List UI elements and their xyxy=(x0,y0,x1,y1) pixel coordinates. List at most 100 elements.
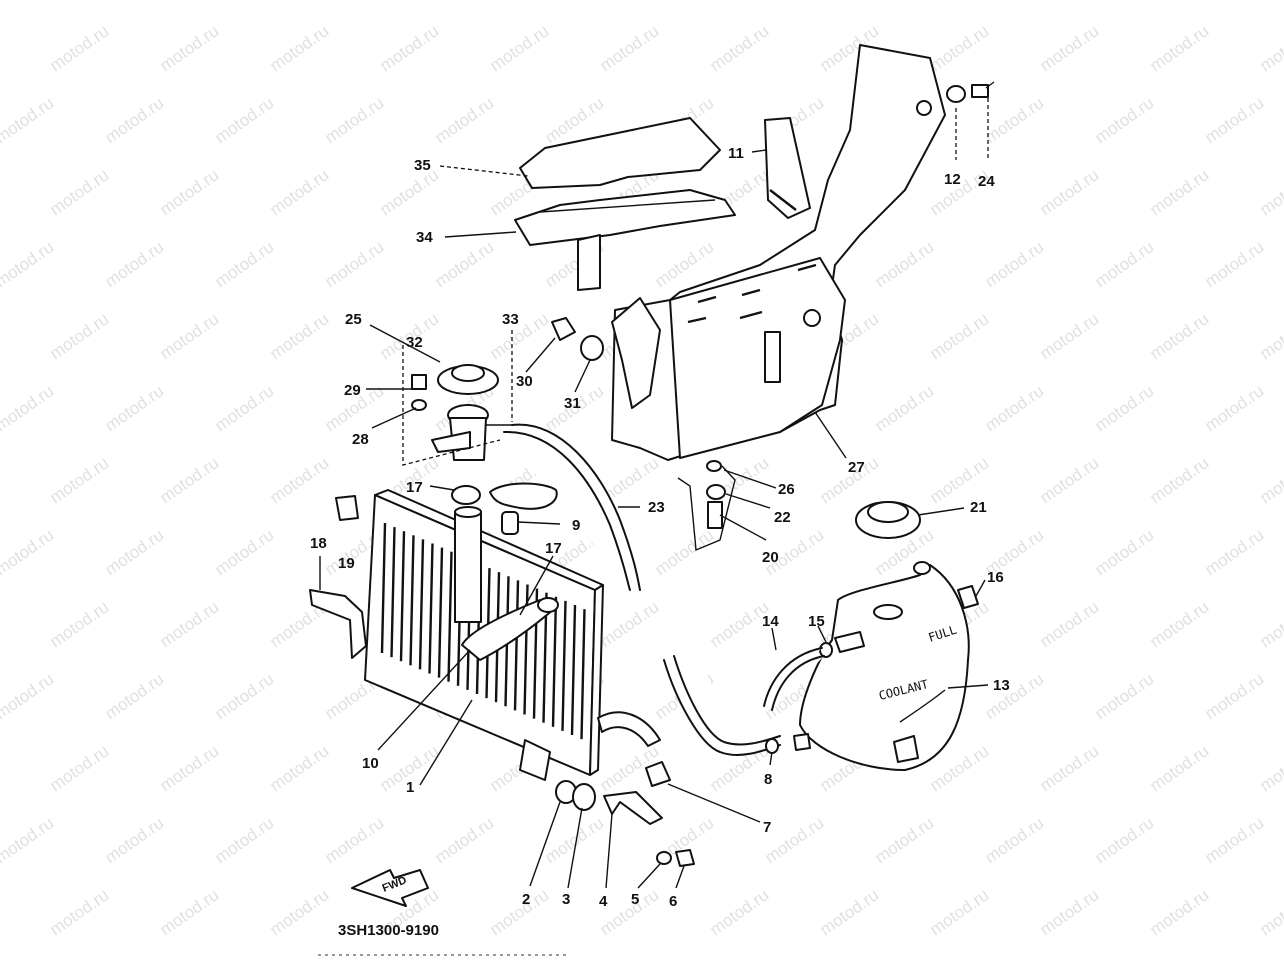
watermark-text: motod.ru xyxy=(0,525,57,579)
callout-17-upper: 17 xyxy=(406,479,423,496)
part-bolt-16 xyxy=(957,585,979,609)
watermark-text: motod.ru xyxy=(0,165,2,219)
watermark-text: motod.ru xyxy=(486,885,552,939)
watermark-text: motod.ru xyxy=(211,93,277,147)
part-lower-hose xyxy=(461,597,559,661)
watermark-text: motod.ru xyxy=(871,381,937,435)
watermark-text: motod.ru xyxy=(1036,165,1102,219)
callout-7: 7 xyxy=(763,819,771,836)
watermark-text: motod.ru xyxy=(266,165,332,219)
watermark-text: motod.ru xyxy=(156,597,222,651)
callout-22: 22 xyxy=(774,509,791,526)
watermark-text: motod.ru xyxy=(101,0,167,3)
part-reservoir-cap xyxy=(855,501,921,539)
watermark-text: motod.ru xyxy=(1036,741,1102,795)
part-hose-clamp-upper xyxy=(451,485,481,505)
watermark-text: motod.ru xyxy=(1091,93,1157,147)
watermark-text: motod.ru xyxy=(981,0,1047,3)
radiator-fin xyxy=(513,580,520,711)
watermark-text: motod.ru xyxy=(486,309,552,363)
watermark-text: motod.ru xyxy=(871,0,937,3)
watermark-text: motod.ru xyxy=(1201,813,1267,867)
watermark-text: motod.ru xyxy=(1201,669,1267,723)
fwd-arrow-icon: FWD xyxy=(351,869,429,907)
watermark-text: motod.ru xyxy=(651,0,717,3)
callout-3: 3 xyxy=(562,891,570,908)
watermark-text: motod.ru xyxy=(1091,669,1157,723)
radiator-fin xyxy=(428,543,434,674)
watermark-text: motod.ru xyxy=(266,885,332,939)
watermark-text: motod.ru xyxy=(1256,741,1284,795)
radiator-fin xyxy=(399,531,406,662)
watermark-text: motod.ru xyxy=(266,741,332,795)
watermark-text: motod.ru xyxy=(0,93,57,147)
watermark-text: motod.ru xyxy=(1256,453,1284,507)
watermark-text: motod.ru xyxy=(1146,21,1212,75)
callout-8: 8 xyxy=(764,771,772,788)
part-side-bracket-18 xyxy=(309,589,367,659)
watermark-text: motod.ru xyxy=(101,669,167,723)
watermark-text: motod.ru xyxy=(1146,309,1212,363)
callout-labels: 1 2 3 4 5 6 7 8 9 10 11 12 13 14 15 16 1… xyxy=(310,145,1010,910)
callout-31: 31 xyxy=(564,395,581,412)
watermark-text: motod.ru xyxy=(266,309,332,363)
callout-26: 26 xyxy=(778,481,795,498)
callout-29: 29 xyxy=(344,382,361,399)
radiator-fin xyxy=(409,535,415,666)
callout-16: 16 xyxy=(987,569,1004,586)
watermark-text: motod.ru xyxy=(46,741,112,795)
watermark-text: motod.ru xyxy=(211,813,277,867)
watermark-text: motod.ru xyxy=(0,237,57,291)
watermark-text: motod.ru xyxy=(1201,93,1267,147)
watermark-text: motod.ru xyxy=(101,237,167,291)
callout-35: 35 xyxy=(414,157,431,174)
part-grommet-22 xyxy=(706,484,726,500)
watermark-text: motod.ru xyxy=(156,885,222,939)
watermark-text: motod.ru xyxy=(486,21,552,75)
watermark-text: motod.ru xyxy=(1091,381,1157,435)
part-hose-fitting-9 xyxy=(501,511,519,535)
watermark-text: motod.ru xyxy=(0,741,2,795)
callout-23: 23 xyxy=(648,499,665,516)
watermark-text: motod.ru xyxy=(0,381,57,435)
callout-18: 18 xyxy=(310,535,327,552)
radiator-fin xyxy=(390,527,396,658)
watermark-text: motod.ru xyxy=(926,21,992,75)
callout-9: 9 xyxy=(572,517,580,534)
watermark-text: motod.ru xyxy=(981,381,1047,435)
watermark-text: motod.ru xyxy=(211,237,277,291)
watermark-text: motod.ru xyxy=(156,165,222,219)
watermark-text: motod.ru xyxy=(0,0,57,3)
watermark-text: motod.ru xyxy=(46,21,112,75)
radiator-fin xyxy=(380,522,387,654)
part-upper-hose xyxy=(489,482,558,510)
watermark-text: motod.ru xyxy=(431,93,497,147)
part-washer-5 xyxy=(656,851,672,865)
part-wire-stay xyxy=(677,465,736,552)
watermark-text: motod.ru xyxy=(0,813,57,867)
part-shroud-sheet xyxy=(519,117,721,189)
diagram-code: 3SH1300-9190 xyxy=(338,922,439,939)
watermark-text: motod.ru xyxy=(101,93,167,147)
callout-4: 4 xyxy=(599,893,608,910)
callout-13: 13 xyxy=(993,677,1010,694)
callout-32: 32 xyxy=(406,334,423,351)
watermark-text: motod.ru xyxy=(211,0,277,3)
watermark-text: motod.ru xyxy=(431,0,497,3)
callout-2: 2 xyxy=(522,891,530,908)
callout-1: 1 xyxy=(406,779,414,796)
part-small-bracket-19 xyxy=(335,495,359,521)
radiator-fin xyxy=(447,551,453,682)
watermark-text: motod.ru xyxy=(1036,21,1102,75)
watermark-text: motod.ru xyxy=(101,813,167,867)
watermark-text: motod.ru xyxy=(1146,165,1212,219)
watermark-text: motod.ru xyxy=(1036,453,1102,507)
callout-28: 28 xyxy=(352,431,369,448)
watermark-text: motod.ru xyxy=(981,813,1047,867)
watermark-text: motod.ru xyxy=(651,525,717,579)
watermark-text: motod.ru xyxy=(926,309,992,363)
callout-21: 21 xyxy=(970,499,987,516)
watermark-text: motod.ru xyxy=(211,525,277,579)
watermark-text: motod.ru xyxy=(1146,741,1212,795)
